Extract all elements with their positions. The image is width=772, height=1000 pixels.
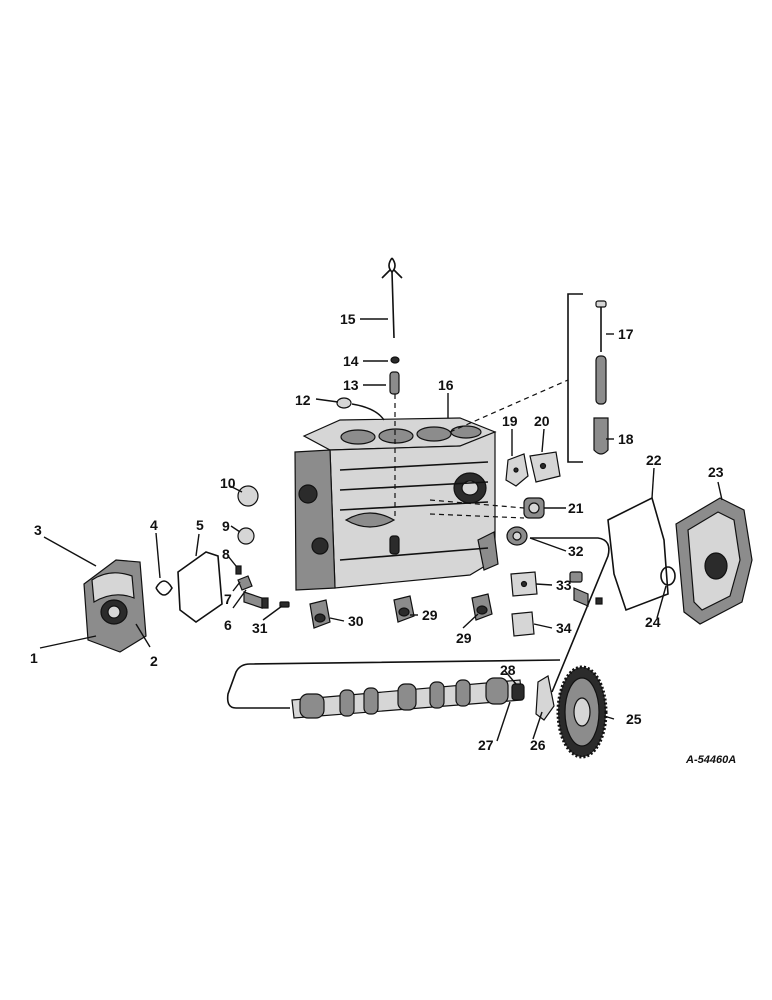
camshaft-bushing-32 xyxy=(506,526,528,546)
callout-13: 13 xyxy=(343,377,359,393)
camshaft-alignment-loop xyxy=(226,537,610,709)
dipstick-clip xyxy=(390,356,400,364)
callout-20: 20 xyxy=(534,413,550,429)
drawing-reference-code: A-54460A xyxy=(685,754,736,766)
callout-4: 4 xyxy=(150,517,158,533)
camshaft-bearing-30 xyxy=(309,599,331,629)
callout-16: 16 xyxy=(438,377,454,393)
seal-ring-4 xyxy=(155,580,173,596)
callout-34: 34 xyxy=(556,620,572,636)
callout-32: 32 xyxy=(568,543,584,559)
callout-26: 26 xyxy=(530,737,546,753)
dipstick-tube xyxy=(389,371,400,395)
plug-12 xyxy=(336,397,352,409)
front-plate-gasket xyxy=(607,496,669,612)
callout-21: 21 xyxy=(568,500,584,516)
callout-labels: 1 2 3 4 5 6 7 8 9 10 12 13 14 15 16 17 1… xyxy=(30,311,724,753)
gasket-5 xyxy=(177,551,223,623)
gasket-19 xyxy=(505,453,529,487)
callout-31: 31 xyxy=(252,620,268,636)
crankshaft-front-seal-housing xyxy=(83,559,147,653)
camshaft-bearing-29-right xyxy=(471,593,493,621)
gear-cover xyxy=(675,497,753,625)
cylinder-block xyxy=(294,417,499,591)
alignment-line-bushing xyxy=(429,499,525,519)
callout-10: 10 xyxy=(220,475,236,491)
callout-27: 27 xyxy=(478,737,494,753)
callout-28: 28 xyxy=(500,662,516,678)
callout-30: 30 xyxy=(348,613,364,629)
pin-31 xyxy=(279,601,290,608)
callout-22: 22 xyxy=(646,452,662,468)
plate-33 xyxy=(510,571,603,607)
callout-8: 8 xyxy=(222,546,230,562)
gasket-20 xyxy=(529,451,561,483)
oil-seal-24 xyxy=(660,566,676,586)
camshaft-bearing-29-left xyxy=(393,595,415,623)
camshaft-thrust-plate xyxy=(535,675,555,721)
callout-5: 5 xyxy=(196,517,204,533)
expansion-plug-9 xyxy=(237,527,255,545)
camshaft xyxy=(291,677,525,719)
callout-6: 6 xyxy=(224,617,232,633)
callout-29-left: 29 xyxy=(422,607,438,623)
callout-3: 3 xyxy=(34,522,42,538)
callout-12: 12 xyxy=(295,392,311,408)
callout-7: 7 xyxy=(224,591,232,607)
callout-15: 15 xyxy=(340,311,356,327)
callout-19: 19 xyxy=(502,413,518,429)
callout-9: 9 xyxy=(222,518,230,534)
camshaft-bushing-21 xyxy=(523,497,545,519)
camshaft-gear xyxy=(556,665,608,759)
callout-33: 33 xyxy=(556,577,572,593)
callout-23: 23 xyxy=(708,464,724,480)
callout-17: 17 xyxy=(618,326,634,342)
leader-lines xyxy=(39,318,723,742)
valve-lifter-group xyxy=(567,293,609,463)
alignment-line-lifters xyxy=(449,379,569,433)
dipstick xyxy=(381,257,403,339)
expansion-plug-10 xyxy=(237,485,259,507)
callout-14: 14 xyxy=(343,353,359,369)
callout-29-right: 29 xyxy=(456,630,472,646)
callout-18: 18 xyxy=(618,431,634,447)
callout-2: 2 xyxy=(150,653,158,669)
callout-1: 1 xyxy=(30,650,38,666)
plate-34 xyxy=(511,611,535,637)
callout-24: 24 xyxy=(645,614,661,630)
small-parts-6-7-8 xyxy=(235,565,269,609)
callout-25: 25 xyxy=(626,711,642,727)
